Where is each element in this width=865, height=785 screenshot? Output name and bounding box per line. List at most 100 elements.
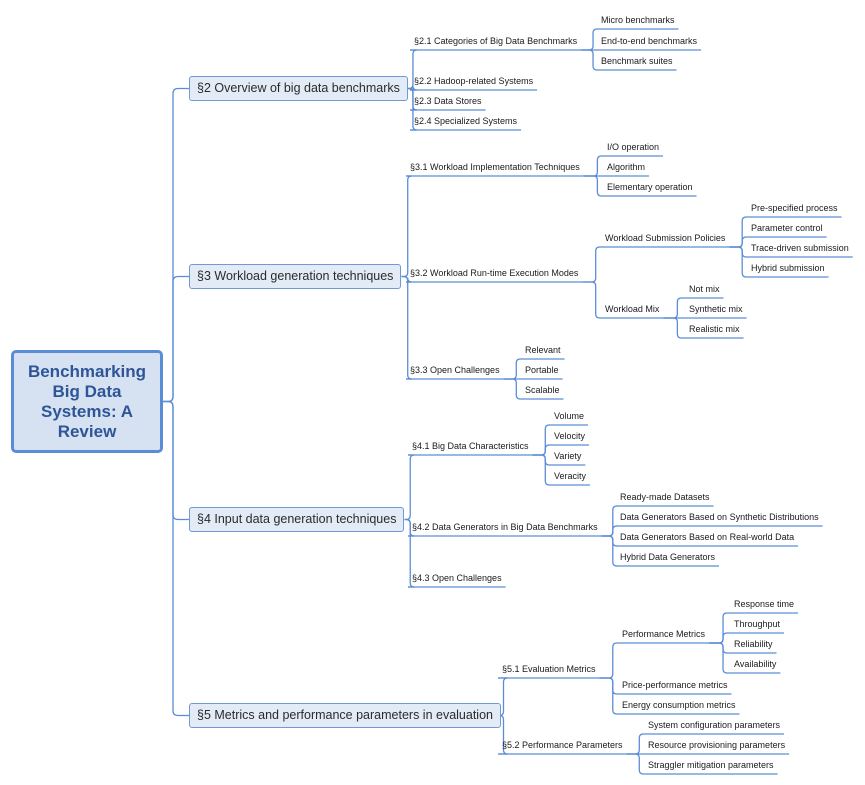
node-workload-mix[interactable]: Workload Mix <box>605 304 660 314</box>
node-performance-metrics[interactable]: Performance Metrics <box>622 629 706 639</box>
subtopic-3-1[interactable]: §3.1 Workload Implementation Techniques <box>410 162 580 172</box>
link-subtopic-3-1-leaf-io-operation <box>583 155 603 177</box>
leaf-micro-benchmarks[interactable]: Micro benchmarks <box>601 15 675 25</box>
leaf-real-world-data[interactable]: Data Generators Based on Real-world Data <box>620 532 795 542</box>
link-root-topic-section-4 <box>163 400 189 521</box>
topic-section-3[interactable]: §3 Workload generation techniques <box>189 264 402 289</box>
node-workload-submission-policies[interactable]: Workload Submission Policies <box>605 233 726 243</box>
leaf-benchmark-suites[interactable]: Benchmark suites <box>601 56 673 66</box>
link-subtopic-5-1-leaf-energy-consumption-metrics <box>599 677 618 715</box>
link-node-workload-submission-policies-leaf-parameter-control <box>729 236 747 248</box>
link-subtopic-3-2-node-workload-submission-policies <box>582 246 601 283</box>
subtopic-4-1[interactable]: §4.1 Big Data Characteristics <box>412 441 529 451</box>
leaf-hybrid-data-generators[interactable]: Hybrid Data Generators <box>620 552 716 562</box>
link-topic-section-3-subtopic-3-3 <box>401 275 412 380</box>
link-node-performance-metrics-leaf-throughput <box>709 632 730 644</box>
link-node-performance-metrics-leaf-availability <box>709 642 730 674</box>
leaf-io-operation[interactable]: I/O operation <box>607 142 660 152</box>
leaf-elementary-operation[interactable]: Elementary operation <box>607 182 693 192</box>
leaf-algorithm[interactable]: Algorithm <box>607 162 646 172</box>
topic-section-5-label: §5 Metrics and performance parameters in… <box>197 708 493 722</box>
link-node-performance-metrics-leaf-reliability <box>709 642 730 654</box>
leaf-price-performance-metrics[interactable]: Price-performance metrics <box>622 680 728 690</box>
leaf-energy-consumption-metrics[interactable]: Energy consumption metrics <box>622 700 736 710</box>
leaf-ready-made-datasets[interactable]: Ready-made Datasets <box>620 492 710 502</box>
leaf-resource-provisioning-parameters[interactable]: Resource provisioning parameters <box>648 740 786 750</box>
link-topic-section-2-subtopic-2-4 <box>407 87 417 131</box>
subtopic-5-2[interactable]: §5.2 Performance Parameters <box>502 740 623 750</box>
link-subtopic-4-1-leaf-variety <box>532 454 550 466</box>
link-subtopic-4-2-leaf-real-world-data <box>601 535 617 547</box>
leaf-velocity[interactable]: Velocity <box>554 431 586 441</box>
link-node-workload-submission-policies-leaf-trace-driven-submission <box>729 246 747 258</box>
link-root-topic-section-2 <box>163 87 189 403</box>
leaf-synthetic-distributions[interactable]: Data Generators Based on Synthetic Distr… <box>620 512 819 522</box>
subtopic-2-2[interactable]: §2.2 Hadoop-related Systems <box>414 76 534 86</box>
leaf-variety[interactable]: Variety <box>554 451 582 461</box>
link-root-topic-section-5 <box>163 400 189 717</box>
link-node-workload-submission-policies-leaf-pre-specified-process <box>729 216 747 248</box>
subtopic-3-2[interactable]: §3.2 Workload Run-time Execution Modes <box>410 268 579 278</box>
leaf-straggler-mitigation-parameters[interactable]: Straggler mitigation parameters <box>648 760 774 770</box>
topic-section-2-label: §2 Overview of big data benchmarks <box>197 81 400 95</box>
link-subtopic-4-2-leaf-ready-made-datasets <box>601 505 617 537</box>
link-subtopic-5-1-node-performance-metrics <box>599 642 618 679</box>
leaf-volume[interactable]: Volume <box>554 411 585 421</box>
link-node-workload-mix-leaf-realistic-mix <box>663 317 685 339</box>
subtopic-2-1[interactable]: §2.1 Categories of Big Data Benchmarks <box>414 36 578 46</box>
root-topic[interactable]: Benchmarking Big Data Systems: A Review <box>11 350 163 453</box>
link-topic-section-5-subtopic-5-2 <box>498 714 508 755</box>
link-subtopic-2-1-leaf-micro-benchmarks <box>581 28 598 51</box>
leaf-realistic-mix[interactable]: Realistic mix <box>689 324 740 334</box>
subtopic-2-3[interactable]: §2.3 Data Stores <box>414 96 482 106</box>
topic-section-4-label: §4 Input data generation techniques <box>197 512 397 526</box>
topic-section-3-label: §3 Workload generation techniques <box>197 269 394 283</box>
link-subtopic-3-1-leaf-elementary-operation <box>583 175 603 197</box>
subtopic-2-4[interactable]: §2.4 Specialized Systems <box>414 116 518 126</box>
leaf-parameter-control[interactable]: Parameter control <box>751 223 823 233</box>
link-subtopic-5-2-leaf-system-configuration-parameters <box>626 733 644 755</box>
leaf-end-to-end-benchmarks[interactable]: End-to-end benchmarks <box>601 36 698 46</box>
link-node-workload-mix-leaf-not-mix <box>663 297 685 319</box>
topic-section-4[interactable]: §4 Input data generation techniques <box>189 507 405 532</box>
link-subtopic-5-1-leaf-price-performance-metrics <box>599 677 618 695</box>
leaf-throughput[interactable]: Throughput <box>734 619 781 629</box>
leaf-hybrid-submission[interactable]: Hybrid submission <box>751 263 825 273</box>
link-subtopic-4-1-leaf-volume <box>532 424 550 456</box>
topic-section-2[interactable]: §2 Overview of big data benchmarks <box>189 76 408 101</box>
link-topic-section-4-subtopic-4-1 <box>404 454 415 521</box>
link-subtopic-4-1-leaf-veracity <box>532 454 550 486</box>
link-node-performance-metrics-leaf-response-time <box>709 612 730 644</box>
leaf-system-configuration-parameters[interactable]: System configuration parameters <box>648 720 781 730</box>
leaf-veracity[interactable]: Veracity <box>554 471 587 481</box>
link-topic-section-3-subtopic-3-1 <box>401 175 412 278</box>
leaf-portable[interactable]: Portable <box>525 365 559 375</box>
leaf-relevant[interactable]: Relevant <box>525 345 561 355</box>
link-node-workload-submission-policies-leaf-hybrid-submission <box>729 246 747 278</box>
root-topic-label: Benchmarking Big Data Systems: A Review <box>27 361 147 441</box>
link-subtopic-5-2-leaf-straggler-mitigation-parameters <box>626 753 644 775</box>
link-subtopic-3-3-leaf-scalable <box>503 378 521 400</box>
link-subtopic-4-1-leaf-velocity <box>532 444 550 456</box>
leaf-reliability[interactable]: Reliability <box>734 639 773 649</box>
leaf-scalable[interactable]: Scalable <box>525 385 560 395</box>
link-subtopic-3-2-node-workload-mix <box>582 281 601 319</box>
subtopic-3-3[interactable]: §3.3 Open Challenges <box>410 365 500 375</box>
link-subtopic-4-2-leaf-hybrid-data-generators <box>601 535 617 567</box>
subtopic-4-2[interactable]: §4.2 Data Generators in Big Data Benchma… <box>412 522 598 532</box>
leaf-pre-specified-process[interactable]: Pre-specified process <box>751 203 838 213</box>
leaf-response-time[interactable]: Response time <box>734 599 795 609</box>
leaf-synthetic-mix[interactable]: Synthetic mix <box>689 304 743 314</box>
leaf-trace-driven-submission[interactable]: Trace-driven submission <box>751 243 849 253</box>
subtopic-4-3[interactable]: §4.3 Open Challenges <box>412 573 502 583</box>
link-topic-section-4-subtopic-4-3 <box>404 518 415 588</box>
topic-section-5[interactable]: §5 Metrics and performance parameters in… <box>189 703 501 728</box>
leaf-availability[interactable]: Availability <box>734 659 777 669</box>
subtopic-5-1[interactable]: §5.1 Evaluation Metrics <box>502 664 596 674</box>
link-root-topic-section-3 <box>163 275 189 403</box>
link-subtopic-2-1-leaf-benchmark-suites <box>581 49 598 71</box>
leaf-not-mix[interactable]: Not mix <box>689 284 720 294</box>
link-subtopic-4-2-leaf-synthetic-distributions <box>601 525 617 537</box>
link-subtopic-3-3-leaf-relevant <box>503 358 521 380</box>
